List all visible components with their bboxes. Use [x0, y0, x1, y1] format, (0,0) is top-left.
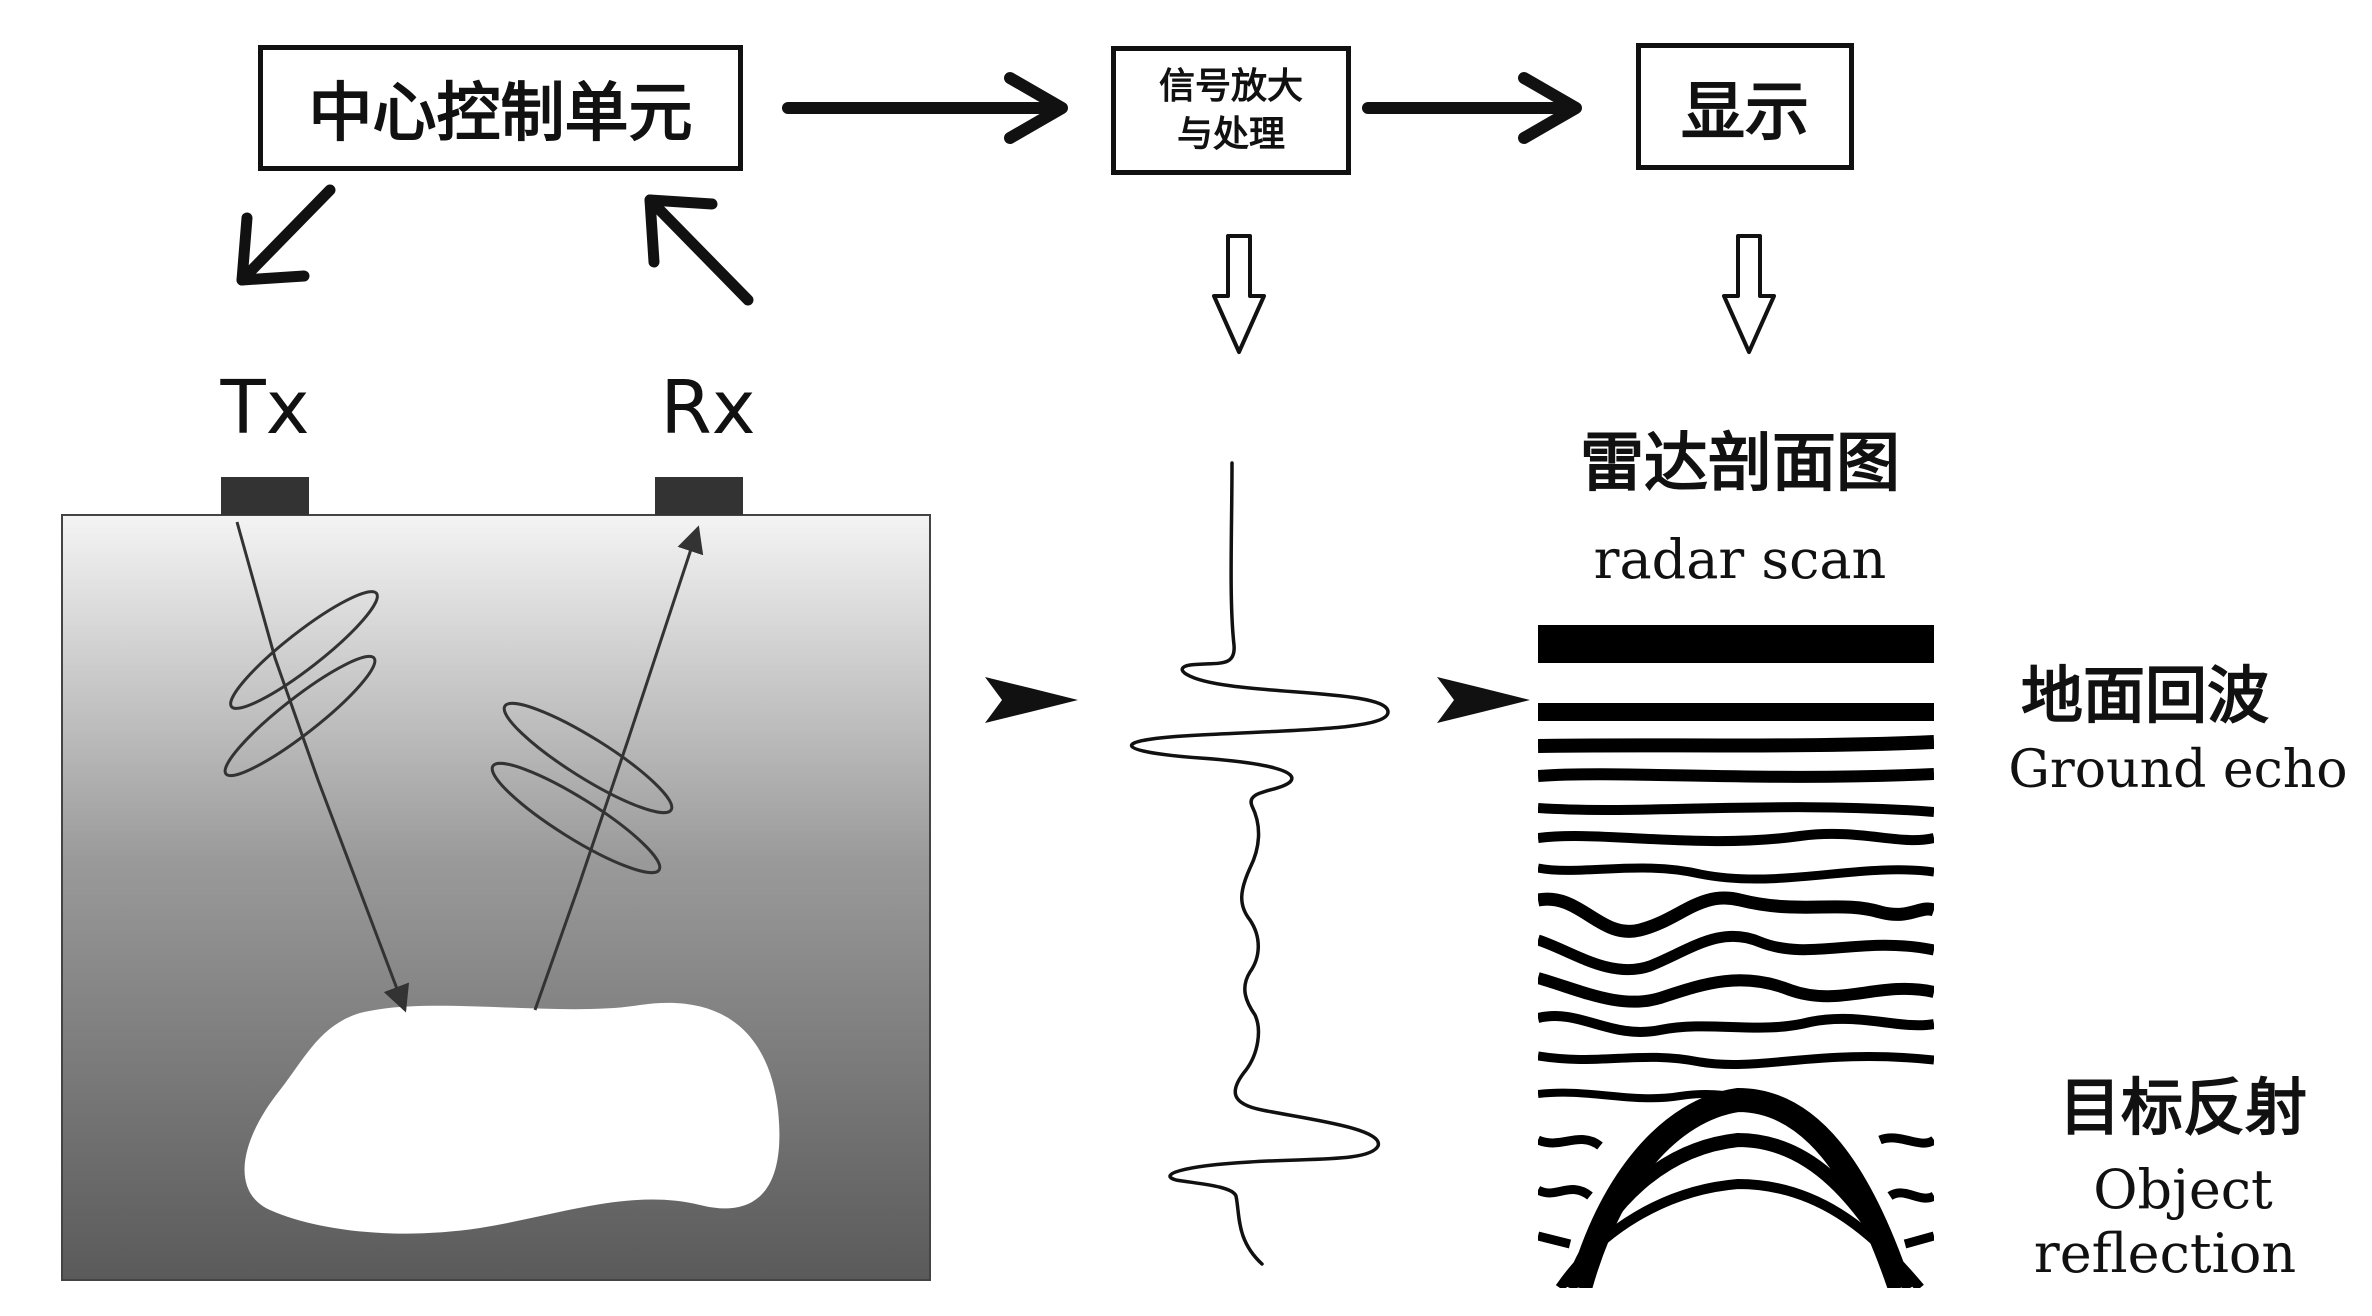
ground-echo-label-en: Ground echo — [2008, 740, 2348, 800]
display-label: 显示 — [1681, 75, 1809, 150]
radar-scan-image — [1538, 620, 1934, 1288]
rx-antenna — [655, 477, 743, 515]
rx-label: Rx — [660, 365, 756, 451]
ground-echo-label-zh: 地面回波 — [2020, 659, 2269, 732]
central-control-unit-box: 中心控制单元 — [258, 45, 743, 171]
central-control-unit-label: 中心控制单元 — [308, 77, 693, 151]
radar-profile-title-zh: 雷达剖面图 — [1580, 426, 1900, 501]
flow-arrow-signal-to-display — [1362, 72, 1582, 144]
tx-ray — [235, 521, 410, 1013]
radar-profile-title-en: radar scan — [1593, 528, 1887, 591]
received-waveform — [1129, 461, 1390, 1266]
signal-processing-label-line2: 与处理 — [1176, 113, 1285, 155]
flow-arrow-control-to-signal — [782, 72, 1068, 144]
object-reflection-label-en-line1: Object — [2093, 1158, 2273, 1221]
rx-ray — [533, 525, 704, 1011]
object-reflection-label-en-line2: reflection — [2033, 1222, 2297, 1285]
control-to-tx-arrow — [236, 184, 336, 286]
pointer-to-ground-echo — [1437, 677, 1530, 723]
tx-wave-loops — [223, 590, 379, 778]
tx-antenna — [221, 477, 309, 515]
pointer-to-waveform — [985, 677, 1078, 723]
hollow-arrow-down-display — [1722, 234, 1776, 354]
display-box: 显示 — [1636, 43, 1854, 170]
signal-processing-box: 信号放大 与处理 — [1111, 46, 1351, 175]
object-reflection-label-zh: 目标反射 — [2058, 1071, 2307, 1144]
buried-object — [244, 1002, 780, 1234]
rx-to-control-arrow — [644, 194, 754, 306]
signal-processing-label-line1: 信号放大 — [1158, 65, 1303, 107]
hollow-arrow-down-signal — [1212, 234, 1266, 354]
rx-wave-loops — [490, 701, 674, 875]
tx-label: Tx — [220, 365, 310, 451]
